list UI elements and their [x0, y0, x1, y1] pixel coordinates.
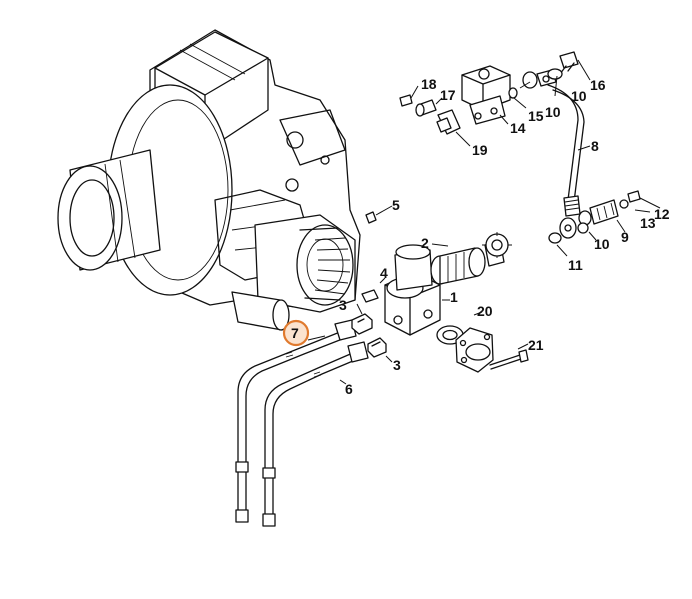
callout-10-low: 10: [594, 236, 610, 252]
callout-11: 11: [568, 257, 583, 273]
callout-3-lower: 3: [393, 357, 401, 373]
valve-block-14: [461, 65, 511, 125]
washer-10-lower: [577, 222, 589, 234]
callout-15: 15: [528, 108, 544, 124]
seal-13: [619, 199, 629, 209]
elbow-19: [436, 109, 461, 135]
callout-13: 13: [640, 215, 656, 231]
callout-16: 16: [590, 77, 606, 93]
callout-12: 12: [654, 206, 670, 222]
callout-10-top: 10: [571, 88, 587, 104]
cover-plate-20: [455, 327, 494, 373]
callout-7-highlight: [282, 319, 310, 347]
callout-4: 4: [380, 265, 388, 281]
oil-hose-7: [235, 319, 357, 523]
callout-leaders: [307, 59, 661, 385]
banjo-bolt-16: [547, 51, 579, 80]
plug-5: [365, 211, 377, 224]
callout-19: 19: [472, 142, 488, 158]
nipple-3-upper: [351, 313, 373, 335]
plug-18: [399, 94, 413, 107]
callout-18: 18: [421, 76, 437, 92]
filter-2: [430, 232, 512, 285]
callout-2: 2: [421, 235, 429, 251]
seal-15: [508, 87, 518, 99]
flexible-line-8: [547, 84, 585, 239]
screw-4: [361, 289, 379, 303]
callout-1: 1: [450, 289, 458, 305]
oil-hose-6: [262, 341, 369, 527]
callout-20: 20: [477, 303, 493, 319]
callout-7: 7: [291, 325, 299, 341]
screw-12: [627, 190, 641, 203]
callout-10-mid: 10: [545, 104, 561, 120]
fitting-17: [415, 99, 437, 117]
callout-17: 17: [440, 87, 456, 103]
nipple-3-lower: [367, 337, 387, 358]
burner-housing: [57, 29, 361, 331]
callout-6: 6: [345, 381, 353, 397]
callout-21: 21: [528, 337, 544, 353]
solenoid-valve-1: [384, 244, 441, 336]
callout-labels: 1 2 3 3 4 5 6 7 8 9 10 10 10 11 12 13 14…: [282, 76, 670, 397]
screw-21: [489, 349, 529, 370]
washer-11: [548, 232, 562, 244]
callout-3-upper: 3: [339, 297, 347, 313]
callout-5: 5: [392, 197, 400, 213]
callout-9: 9: [621, 229, 629, 245]
callout-14: 14: [510, 120, 526, 136]
callout-8: 8: [591, 138, 599, 154]
fitting-9: [578, 199, 619, 226]
